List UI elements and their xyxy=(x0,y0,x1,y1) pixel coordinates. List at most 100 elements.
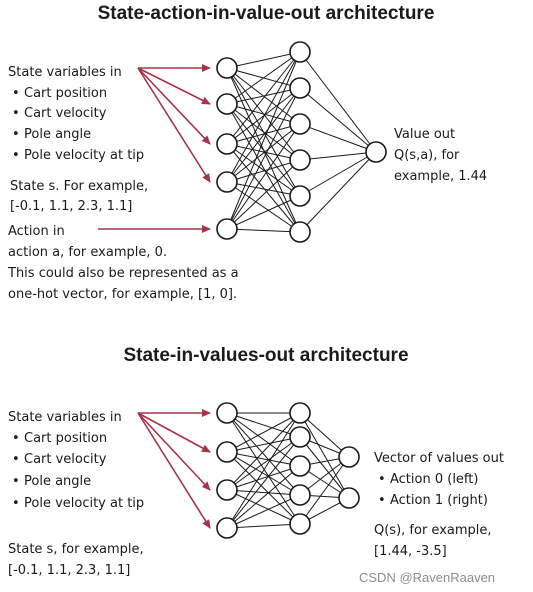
bottom-node-layer0-2 xyxy=(216,479,238,501)
top-action-text-line-2: This could also be represented as a xyxy=(7,266,239,281)
top-node-layer1-1 xyxy=(289,77,311,99)
top-node-layer1-2 xyxy=(289,113,311,135)
bottom-edge-l1-1-1 xyxy=(299,436,350,499)
top-node-layer1-5 xyxy=(289,221,311,243)
bottom-edge-l0-3-1 xyxy=(226,436,301,529)
top-network-edges xyxy=(226,51,377,233)
bottom-network-edges xyxy=(226,412,350,529)
bottom-node-layer1-4 xyxy=(289,513,311,535)
bottom-edge-l0-3-4 xyxy=(226,523,301,529)
bottom-output-bullet-dot-1: • xyxy=(378,472,386,487)
top-arrow-2 xyxy=(137,67,211,105)
bottom-edge-l0-0-2 xyxy=(226,412,301,467)
top-edge-l0-1-1 xyxy=(226,87,301,105)
top-edge-l0-1-2 xyxy=(226,103,301,125)
top-bullet-1: Cart position xyxy=(24,86,107,101)
bottom-bullet-dot-3: • xyxy=(12,474,20,489)
top-edge-l0-1-0 xyxy=(226,51,301,105)
bottom-bullet-dot-2: • xyxy=(12,452,20,467)
top-edge-l0-0-0 xyxy=(226,51,301,69)
top-action-text-line-3: one-hot vector, for example, [1, 0]. xyxy=(8,287,237,302)
bottom-edge-l0-3-2 xyxy=(226,465,301,529)
top-output-line-3: example, 1.44 xyxy=(394,169,487,184)
bottom-state-example-line-2: [-0.1, 1.1, 2.3, 1.1] xyxy=(8,563,130,578)
bottom-node-layer0-3 xyxy=(216,517,238,539)
top-node-layer1-3 xyxy=(289,149,311,171)
bottom-edge-l0-0-4 xyxy=(226,412,301,525)
bottom-bullet-dot-1: • xyxy=(12,431,20,446)
top-edge-l0-4-3 xyxy=(226,159,301,230)
bottom-state-label: State variables in xyxy=(8,410,122,425)
bottom-bullet-2: Cart velocity xyxy=(24,452,107,467)
bottom-arrow-4 xyxy=(137,412,211,529)
top-edge-l0-3-2 xyxy=(226,123,301,183)
top-edge-l0-4-4 xyxy=(226,195,301,230)
top-bullet-dot-2: • xyxy=(12,106,20,121)
bottom-input-arrows xyxy=(137,409,211,529)
top-edge-l0-1-3 xyxy=(226,103,301,161)
top-edge-l0-4-5 xyxy=(226,228,301,233)
top-edge-l1-1-0 xyxy=(299,87,377,153)
top-node-layer0-0 xyxy=(216,57,238,79)
top-arrow-4 xyxy=(137,67,211,183)
bottom-edge-l0-1-2 xyxy=(226,451,301,467)
bottom-edge-l0-2-1 xyxy=(226,436,301,491)
bottom-node-layer0-1 xyxy=(216,441,238,463)
top-action-text-line-1: action a, for example, 0. xyxy=(8,245,167,260)
bottom-edge-l1-0-1 xyxy=(299,412,350,499)
bottom-edge-l0-1-3 xyxy=(226,451,301,496)
top-edge-l1-2-0 xyxy=(299,123,377,153)
bottom-edge-l0-2-2 xyxy=(226,465,301,491)
bottom-node-layer1-3 xyxy=(289,484,311,506)
top-edge-l0-3-5 xyxy=(226,181,301,233)
top-output-line-2: Q(s,a), for xyxy=(394,148,460,163)
top-edge-l0-1-4 xyxy=(226,103,301,197)
bottom-edge-l0-1-1 xyxy=(226,436,301,453)
bottom-edge-l1-0-0 xyxy=(299,412,350,458)
top-edge-l0-4-1 xyxy=(226,87,301,230)
bottom-edge-l0-2-4 xyxy=(226,489,301,525)
bottom-output-line-2: Q(s), for example, xyxy=(374,523,492,538)
bottom-output-bullet-2: Action 1 (right) xyxy=(390,493,488,508)
top-bullet-dot-3: • xyxy=(12,127,20,142)
bottom-edge-l0-0-3 xyxy=(226,412,301,496)
bottom-edge-l0-1-4 xyxy=(226,451,301,525)
top-state-example-line-2: [-0.1, 1.1, 2.3, 1.1] xyxy=(10,199,132,214)
top-node-layer0-4 xyxy=(216,218,238,240)
bottom-node-layer2-1 xyxy=(338,487,360,509)
top-edge-l0-3-1 xyxy=(226,87,301,183)
top-output-line-1: Value out xyxy=(394,127,455,142)
bottom-network-nodes xyxy=(216,402,360,539)
top-node-layer0-2 xyxy=(216,133,238,155)
bottom-output-bullet-dot-2: • xyxy=(378,493,386,508)
top-edge-l0-2-3 xyxy=(226,143,301,161)
bottom-output-bullet-1: Action 0 (left) xyxy=(390,472,478,487)
bottom-output-line-3: [1.44, -3.5] xyxy=(374,544,447,559)
bottom-edge-l0-3-0 xyxy=(226,412,301,529)
top-edge-l1-0-0 xyxy=(299,51,377,153)
bottom-arrow-3 xyxy=(137,412,211,491)
bottom-node-layer1-1 xyxy=(289,426,311,448)
bottom-bullet-4: Pole velocity at tip xyxy=(24,496,144,511)
top-edge-l0-4-0 xyxy=(226,51,301,230)
top-edge-l0-1-5 xyxy=(226,103,301,233)
top-edge-l1-3-0 xyxy=(299,151,377,161)
top-title: State-action-in-value-out architecture xyxy=(98,3,435,24)
top-edge-l0-2-5 xyxy=(226,143,301,233)
top-edge-l1-5-0 xyxy=(299,151,377,233)
top-edge-l0-3-3 xyxy=(226,159,301,183)
bottom-node-layer2-0 xyxy=(338,446,360,468)
top-state-example-line-1: State s. For example, xyxy=(10,179,148,194)
top-edge-l0-3-4 xyxy=(226,181,301,197)
top-state-label: State variables in xyxy=(8,65,122,80)
top-input-arrows xyxy=(98,64,211,233)
top-node-layer0-3 xyxy=(216,171,238,193)
top-node-layer1-0 xyxy=(289,41,311,63)
bottom-node-layer0-0 xyxy=(216,402,238,424)
bottom-output-title: Vector of values out xyxy=(374,451,504,466)
bottom-node-layer1-0 xyxy=(289,402,311,424)
bottom-bullet-1: Cart position xyxy=(24,431,107,446)
top-edge-l0-2-4 xyxy=(226,143,301,197)
top-bullet-3: Pole angle xyxy=(24,127,91,142)
